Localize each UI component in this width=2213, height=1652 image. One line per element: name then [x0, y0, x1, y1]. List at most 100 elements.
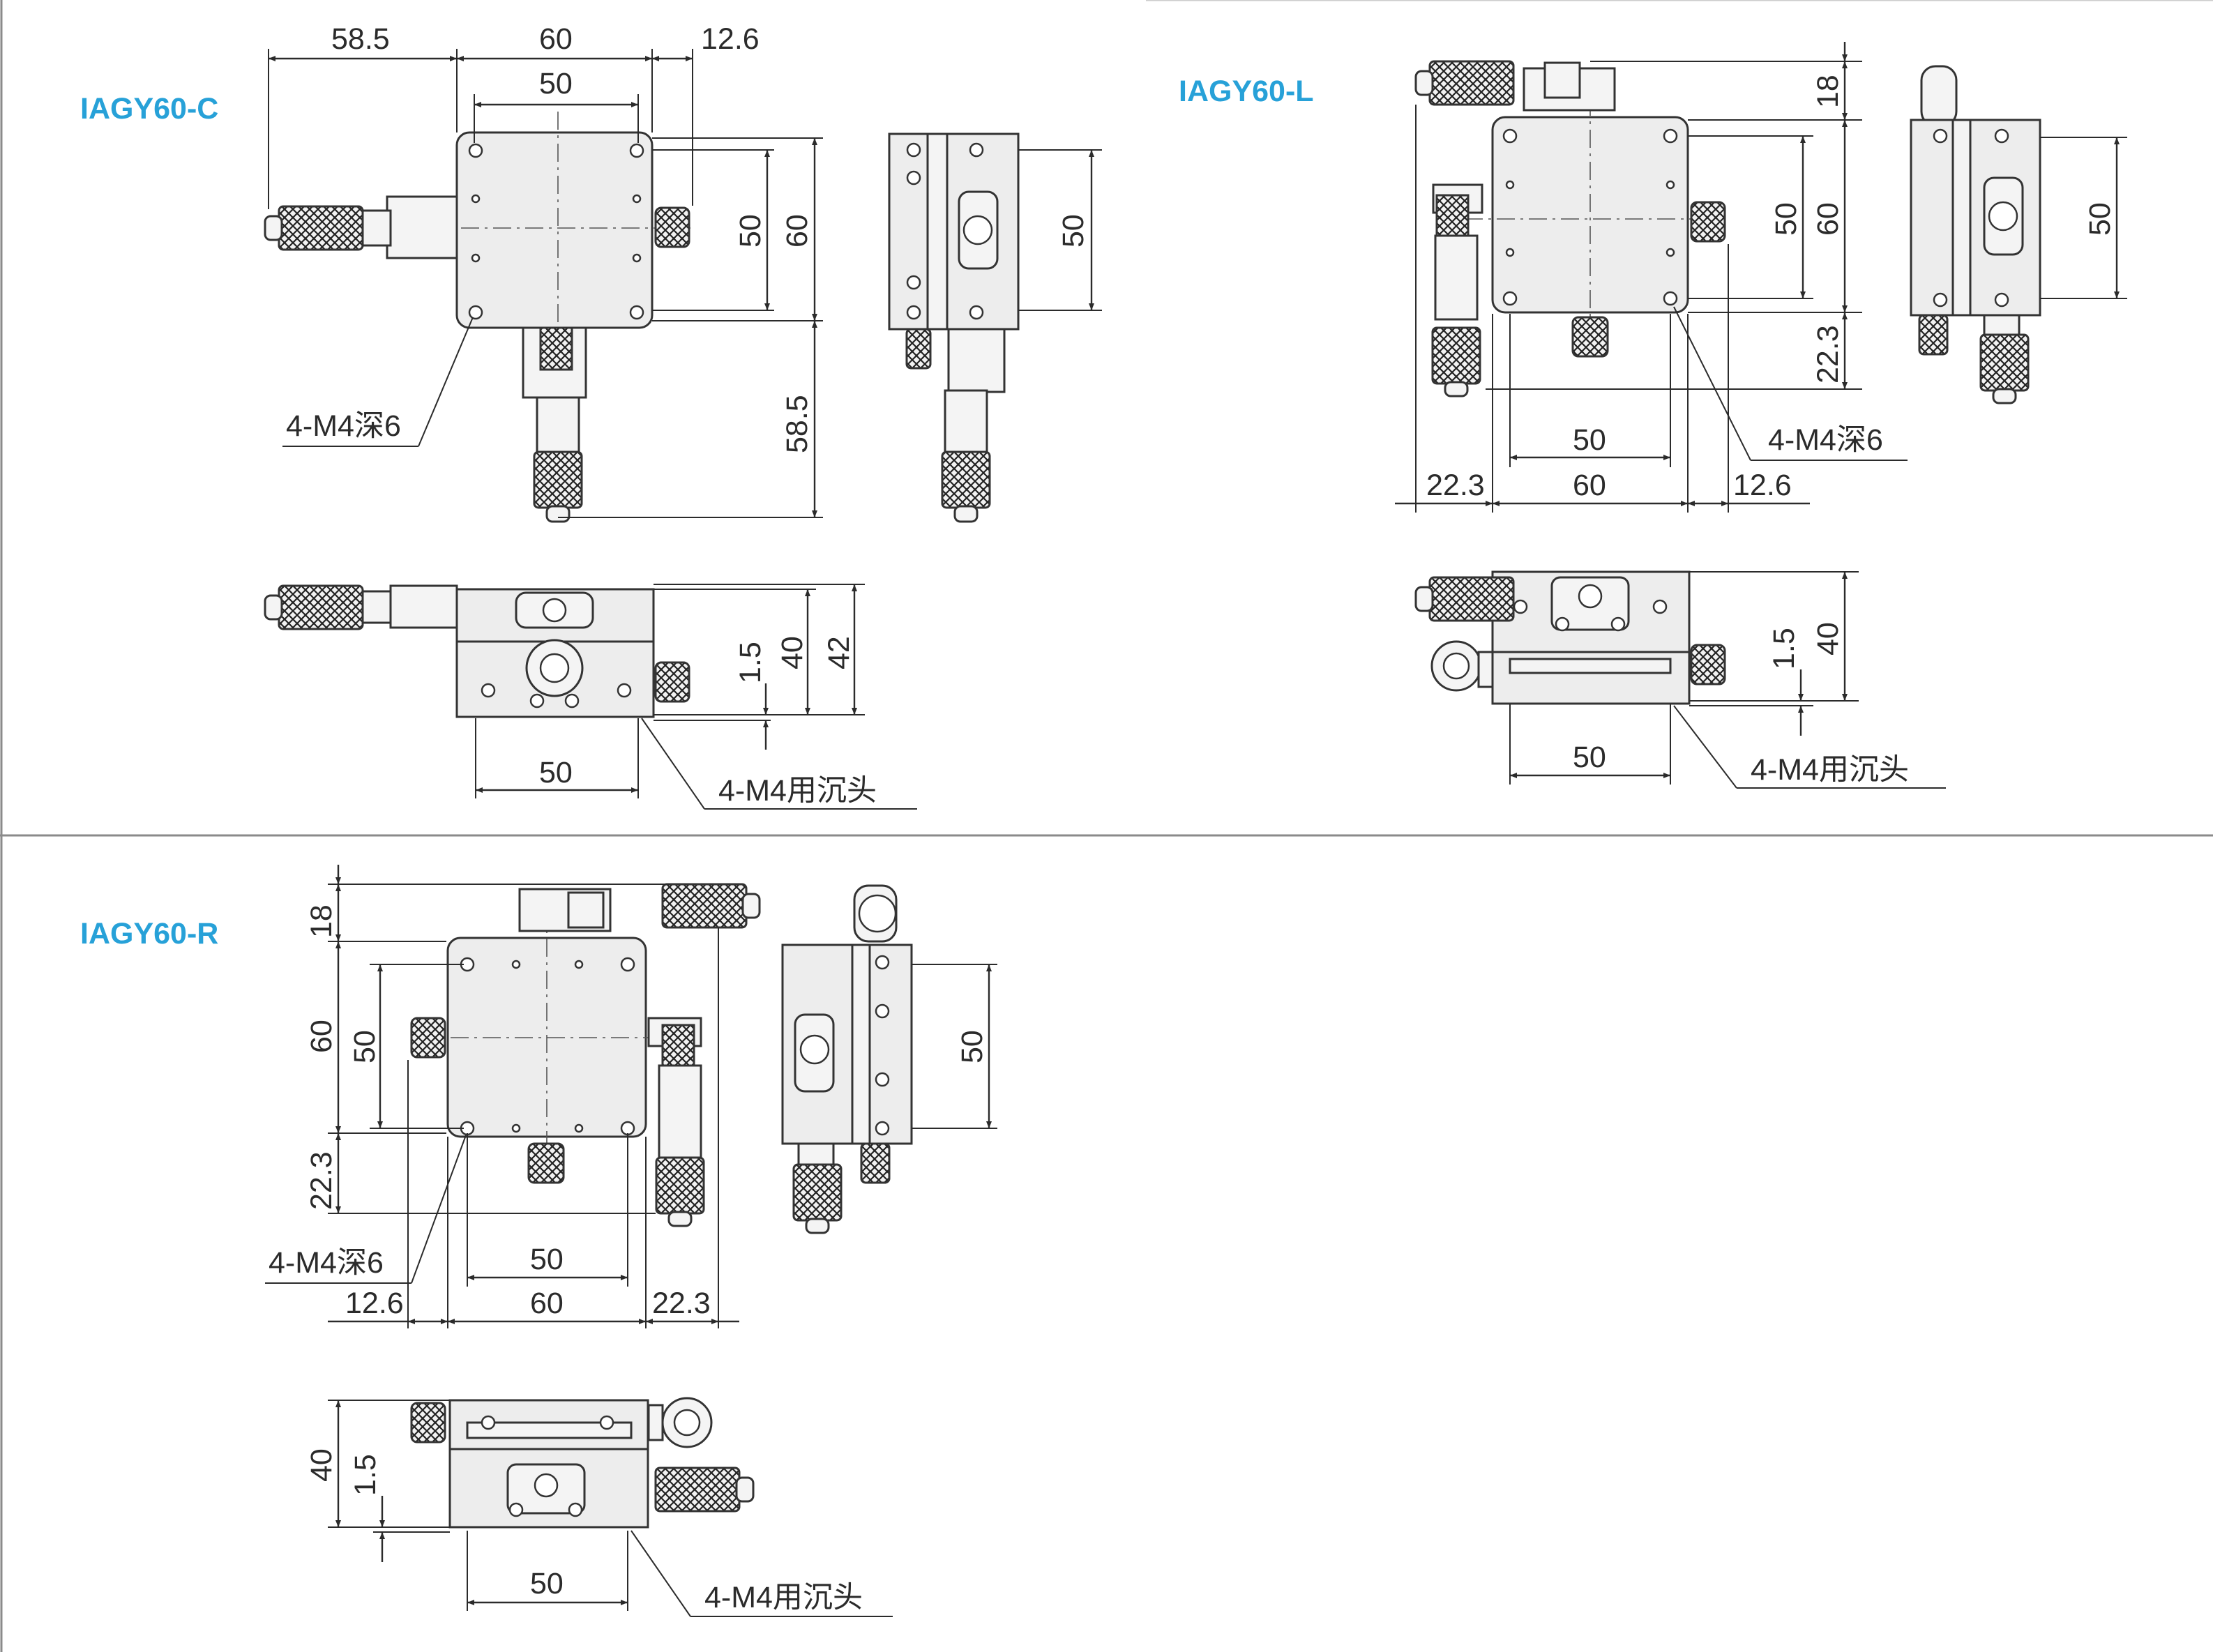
micrometer-thimble: [278, 205, 364, 251]
countersink-note: 4-M4用沉头: [704, 1581, 863, 1614]
dim-label: 50: [539, 756, 573, 789]
dim-label: 60: [1811, 202, 1845, 236]
dim-label: 1.5: [1767, 628, 1801, 669]
micrometer-sleeve: [1434, 234, 1479, 321]
stage-plate: [455, 131, 654, 329]
dim-label: 50: [2083, 202, 2117, 236]
micrometer-thimble: [661, 883, 748, 929]
dim-label: 12.6: [1733, 469, 1792, 502]
lock-knob: [1918, 314, 1949, 356]
dim-label: 60: [530, 1287, 564, 1320]
mount-hole: [468, 143, 483, 158]
stage-plate: [1491, 116, 1689, 314]
panel-iagy60-r: IAGY60-R: [80, 865, 997, 1617]
lock-knob: [410, 1017, 446, 1059]
lock-knob: [905, 328, 932, 370]
countersink-note: 4-M4用沉头: [1751, 753, 1909, 787]
side-body: [888, 132, 929, 331]
dim-label: 1.5: [734, 642, 767, 683]
top-view: [1414, 60, 1726, 397]
dimension-lines: [1395, 42, 1908, 513]
micrometer-thimble: [941, 450, 991, 509]
side-view: [1910, 65, 2127, 404]
mount-hole: [629, 143, 644, 158]
dim-label: 50: [1057, 214, 1090, 248]
top-view: [264, 112, 690, 523]
lock-knob: [1690, 644, 1726, 685]
dimension-lines: [265, 865, 739, 1328]
lock-knob: [1571, 316, 1609, 358]
dim-label: 22.3: [1426, 469, 1485, 502]
micrometer-sleeve: [658, 1064, 702, 1165]
panel-iagy60-l: IAGY60-L: [1179, 42, 2127, 789]
dim-label: 22.3: [652, 1287, 711, 1320]
dim-label: 50: [734, 214, 767, 248]
top-view: [410, 883, 761, 1227]
lock-knob: [1690, 201, 1726, 243]
countersink-note: 4-M4用沉头: [718, 774, 877, 808]
dim-label: 50: [530, 1243, 564, 1276]
front-view: [1414, 570, 1946, 789]
micrometer-sleeve: [944, 389, 988, 455]
side-view: [781, 884, 997, 1234]
micrometer-thimble: [533, 450, 583, 509]
dimension-lines: [268, 49, 823, 518]
micrometer-thimble: [654, 1467, 741, 1513]
dim-label: 42: [822, 636, 856, 669]
dim-label: 58.5: [331, 22, 390, 56]
dim-label: 12.6: [345, 1287, 404, 1320]
micrometer-bracket: [386, 195, 458, 259]
dim-label: 50: [1573, 423, 1606, 457]
dim-label: 50: [1769, 202, 1803, 236]
hole-note: 4-M4深6: [269, 1246, 384, 1280]
micrometer-thimble: [1428, 576, 1515, 622]
micrometer-thimble: [655, 1156, 705, 1215]
dim-label: 50: [348, 1030, 382, 1063]
side-body: [868, 944, 913, 1145]
front-view: [264, 584, 917, 810]
lock-knob: [654, 661, 690, 703]
side-body: [1910, 119, 1954, 317]
dim-label: 40: [305, 1448, 338, 1482]
dim-label: 1.5: [349, 1454, 382, 1496]
lock-knob: [527, 1142, 565, 1184]
dim-label: 50: [530, 1567, 564, 1600]
micrometer-sleeve: [358, 209, 392, 247]
dim-label: 12.6: [701, 22, 760, 56]
micrometer-thimble: [792, 1163, 843, 1222]
mount-hole: [629, 305, 644, 320]
panel-title: IAGY60-C: [80, 92, 218, 126]
dim-label: 40: [1811, 622, 1845, 656]
panel-title: IAGY60-R: [80, 917, 218, 950]
dim-label: 18: [1811, 75, 1845, 108]
dim-label: 50: [539, 67, 573, 100]
micrometer-cap: [264, 215, 283, 241]
dim-label: 50: [956, 1030, 989, 1063]
dim-label: 60: [780, 214, 814, 248]
side-view: [888, 132, 1102, 523]
micrometer-thimble: [1979, 333, 2030, 392]
micrometer-thimble: [1428, 60, 1515, 106]
dim-label: 58.5: [780, 395, 814, 453]
panel-title: IAGY60-L: [1179, 75, 1314, 108]
mount-hole: [468, 305, 483, 320]
dim-label: 60: [305, 1020, 338, 1053]
micrometer-sleeve: [536, 396, 580, 455]
micrometer-thimble: [1431, 326, 1481, 385]
hole-note: 4-M4深6: [1768, 423, 1883, 457]
dim-label: 60: [539, 22, 573, 56]
dim-label: 60: [1573, 469, 1606, 502]
micrometer-thimble: [278, 584, 364, 630]
lock-knob: [410, 1402, 446, 1443]
dim-label: 18: [305, 904, 338, 938]
dim-label: 22.3: [305, 1151, 338, 1210]
panel-iagy60-c: IAGY60-C: [80, 22, 1102, 810]
front-view: [328, 1397, 893, 1617]
lock-knob: [654, 206, 690, 248]
lock-knob: [860, 1142, 891, 1184]
dim-label: 50: [1573, 741, 1606, 774]
hole-note: 4-M4深6: [286, 409, 401, 443]
dim-label: 22.3: [1811, 325, 1845, 384]
